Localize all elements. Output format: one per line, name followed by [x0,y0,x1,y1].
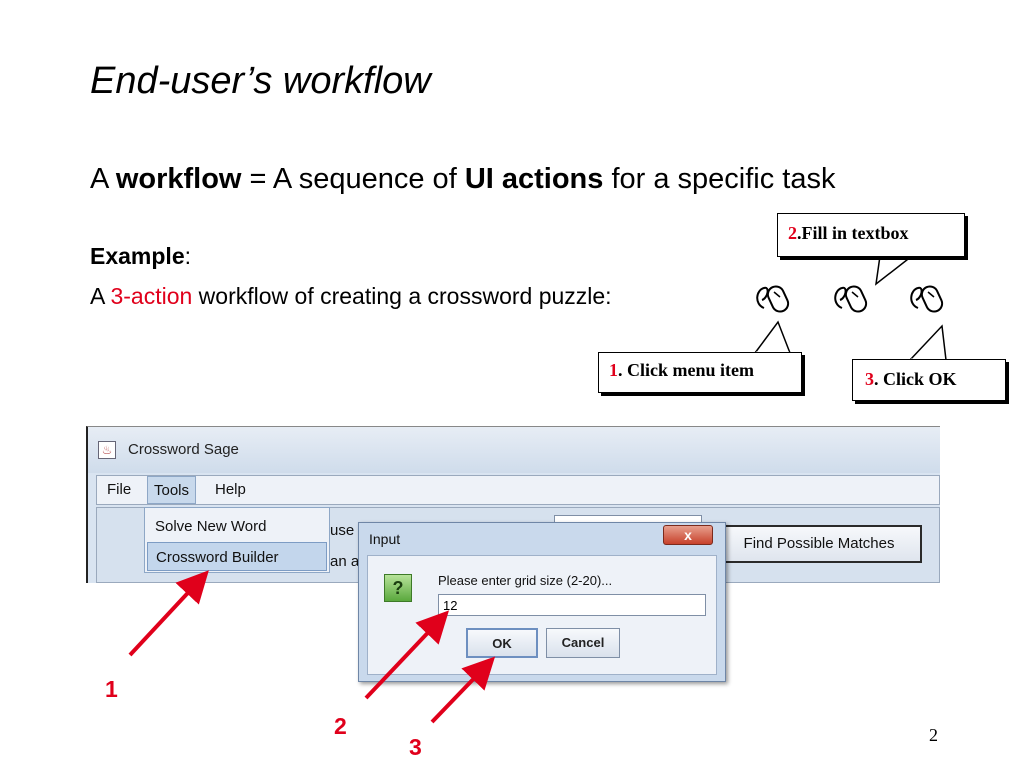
example-label: Example [90,243,185,269]
callout-text: . Click menu item [618,360,754,380]
definition-term: workflow [115,163,242,195]
menu-tools[interactable]: Tools [147,476,197,504]
ok-button[interactable]: OK [466,628,538,658]
callout-click-ok: 3. Click OK [852,359,1006,401]
arrow-number-2: 2 [334,713,347,739]
callout-3-tail [908,324,947,361]
tools-dropdown-menu: Solve New Word Crossword Builder [144,507,330,573]
callout-number: 1 [609,360,618,380]
definition-middle: = A sequence of [241,163,465,195]
definition-prefix: A [90,163,116,195]
grid-size-input[interactable] [438,594,706,616]
partial-label-1: use [330,522,355,539]
callout-click-menu-item: 1. Click menu item [598,352,802,393]
menu-file[interactable]: File [107,481,132,498]
callout-number: 2 [788,223,797,243]
callout-fill-in-textbox: 2.Fill in textbox [777,213,965,257]
java-app-icon: ♨ [98,441,116,459]
arrow-number-1: 1 [105,676,118,702]
example-suffix: workflow of creating a crossword puzzle: [192,283,612,309]
arrow-to-menu-item [128,570,209,657]
definition-suffix: for a specific task [603,163,836,195]
dialog-prompt: Please enter grid size (2-20)... [438,573,613,588]
workflow-definition: A workflow = A sequence of UI actions fo… [90,163,836,196]
slide-title: End-user’s workflow [90,60,431,102]
callout-1-tail [753,320,792,354]
input-dialog: Input x ? Please enter grid size (2-20).… [358,522,726,682]
dialog-body: ? Please enter grid size (2-20)... OK Ca… [367,555,717,675]
menu-bar: File Tools Help [96,475,940,505]
menu-help[interactable]: Help [215,481,246,498]
menu-item-solve-new-word[interactable]: Solve New Word [155,518,267,535]
arrow-number-3: 3 [409,734,422,760]
dialog-title: Input [369,531,401,547]
menu-item-crossword-builder[interactable]: Crossword Builder [147,542,327,571]
cancel-button[interactable]: Cancel [546,628,620,658]
example-highlight: 3-action [110,283,193,309]
window-titlebar [88,427,940,473]
example-description: A 3-action workflow of creating a crossw… [90,283,612,310]
question-icon: ? [384,574,412,602]
close-icon[interactable]: x [663,525,713,545]
window-title: Crossword Sage [128,441,239,458]
example-heading: Example: [90,243,191,270]
example-prefix: A [90,283,111,309]
partial-label-2: an a [330,553,360,570]
callout-text: .Fill in textbox [797,223,909,243]
page-number: 2 [929,725,938,745]
definition-term-ui-actions: UI actions [464,163,604,195]
find-possible-matches-button[interactable]: Find Possible Matches [716,525,922,563]
example-colon: : [184,243,191,269]
mouse-click-icon [756,285,790,313]
callout-number: 3 [865,369,874,389]
mouse-click-icon [910,285,944,313]
mouse-click-icon [834,285,868,313]
crossword-sage-window: ♨ Crossword Sage File Tools Help use an … [86,426,940,583]
callout-text: . Click OK [874,369,957,389]
